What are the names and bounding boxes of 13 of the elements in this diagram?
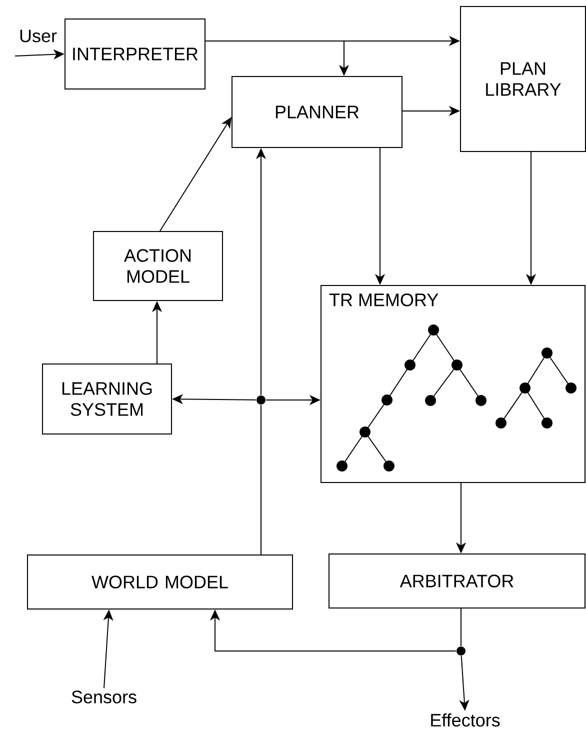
input-label: User — [20, 30, 57, 42]
io-label: Sensors — [72, 690, 136, 704]
process-box: LEARNING SYSTEM — [42, 364, 172, 434]
memory-box: TR MEMORY — [320, 285, 586, 483]
process-box: INTERPRETER — [64, 18, 206, 90]
io-label: Effectors — [431, 713, 500, 727]
junction-dot — [256, 396, 266, 404]
process-box: ARBITRATOR — [328, 554, 586, 608]
process-box: WORLD MODEL — [27, 554, 293, 610]
process-box: PLAN LIBRARY — [460, 6, 586, 152]
process-box: PLANNER — [232, 76, 402, 148]
junction-dot — [456, 646, 466, 656]
process-box: ACTION MODEL — [93, 231, 223, 301]
